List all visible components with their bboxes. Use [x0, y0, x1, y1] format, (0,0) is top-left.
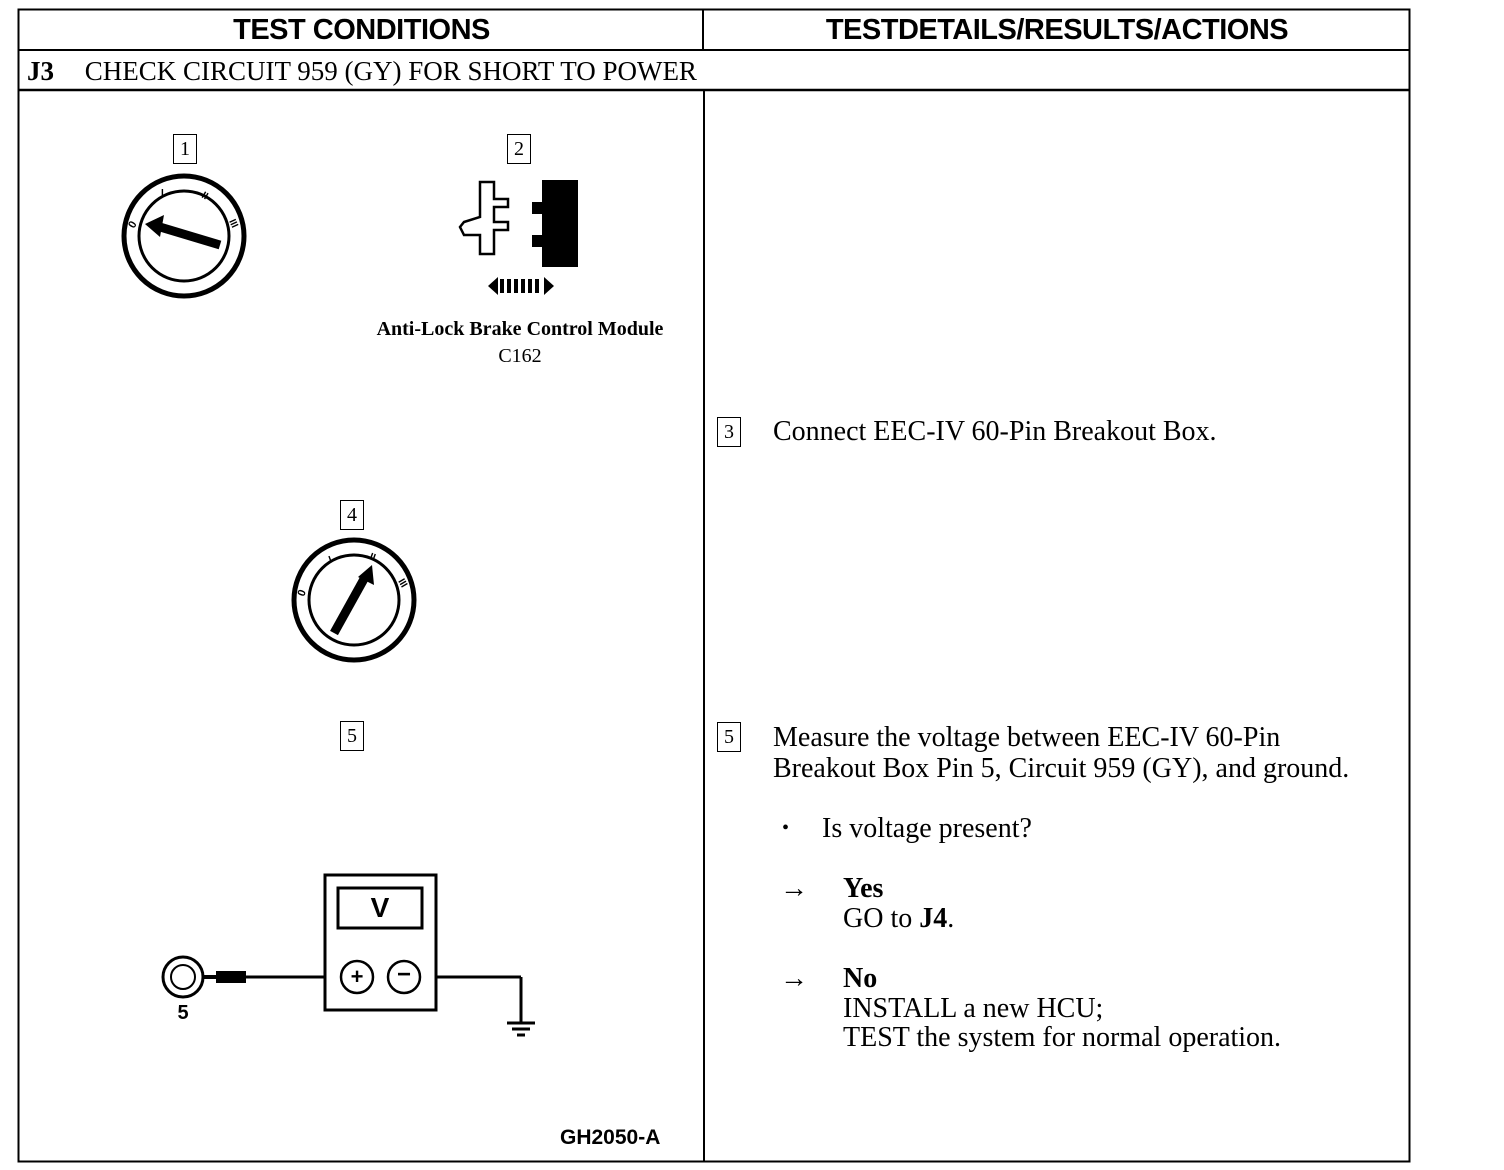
svg-text:0: 0: [296, 588, 309, 598]
no-action-line2: TEST the system for normal operation.: [843, 1022, 1282, 1053]
yes-arrow: →: [780, 873, 808, 904]
detail-step-5-line1: Measure the voltage between EEC-IV 60-Pi…: [773, 722, 1281, 753]
step-title-row: J3 CHECK CIRCUIT 959 (GY) FOR SHORT TO P…: [27, 54, 697, 88]
no-label: No: [843, 963, 878, 994]
detail-step-3-number: 3: [717, 417, 741, 447]
condition-step-4-number: 4: [340, 500, 364, 530]
svg-text:II: II: [368, 551, 377, 563]
meter-minus-terminal: −: [396, 961, 411, 988]
condition-step-5-number: 5: [340, 721, 364, 751]
header-test-conditions: TEST CONDITIONS: [233, 14, 490, 46]
connector-caption-line2: C162: [498, 345, 542, 367]
question-text: Is voltage present?: [822, 813, 1032, 844]
svg-text:I: I: [161, 188, 164, 199]
header-test-details: TESTDETAILS/RESULTS/ACTIONS: [825, 14, 1289, 46]
step-id: J3: [27, 56, 54, 86]
connector-caption-line1: Anti-Lock Brake Control Module: [376, 318, 664, 340]
ignition-switch-run-icon: 0 I II III: [291, 537, 417, 663]
ignition-switch-off-icon: 0 I II III: [121, 173, 247, 299]
yes-action-prefix: GO to: [843, 903, 920, 934]
connector-disconnect-icon: [458, 180, 578, 295]
yes-label: Yes: [843, 873, 884, 904]
probe-pin-label: 5: [177, 1002, 189, 1024]
detail-step-3-text: Connect EEC-IV 60-Pin Breakout Box.: [773, 416, 1217, 447]
yes-action-target: J4: [919, 903, 948, 934]
condition-step-2-number: 2: [507, 134, 531, 164]
step-title: CHECK CIRCUIT 959 (GY) FOR SHORT TO POWE…: [84, 56, 697, 86]
no-action-line1: INSTALL a new HCU;: [843, 993, 1104, 1024]
yes-action-suffix: .: [947, 903, 955, 934]
meter-display-label: V: [370, 892, 390, 923]
svg-text:II: II: [200, 190, 211, 202]
question-bullet: •: [782, 817, 790, 839]
meter-plus-terminal: +: [350, 964, 364, 989]
detail-step-5-line2: Breakout Box Pin 5, Circuit 959 (GY), an…: [773, 753, 1350, 784]
yes-action: GO to J4.: [843, 903, 954, 934]
figure-id: GH2050-A: [560, 1126, 661, 1149]
detail-step-5-number: 5: [717, 722, 741, 752]
svg-text:0: 0: [126, 219, 139, 230]
svg-text:I: I: [327, 554, 334, 565]
ground-icon: [507, 1021, 535, 1037]
condition-step-1-number: 1: [173, 134, 197, 164]
voltmeter-icon: [161, 873, 535, 1037]
no-arrow: →: [780, 963, 808, 994]
